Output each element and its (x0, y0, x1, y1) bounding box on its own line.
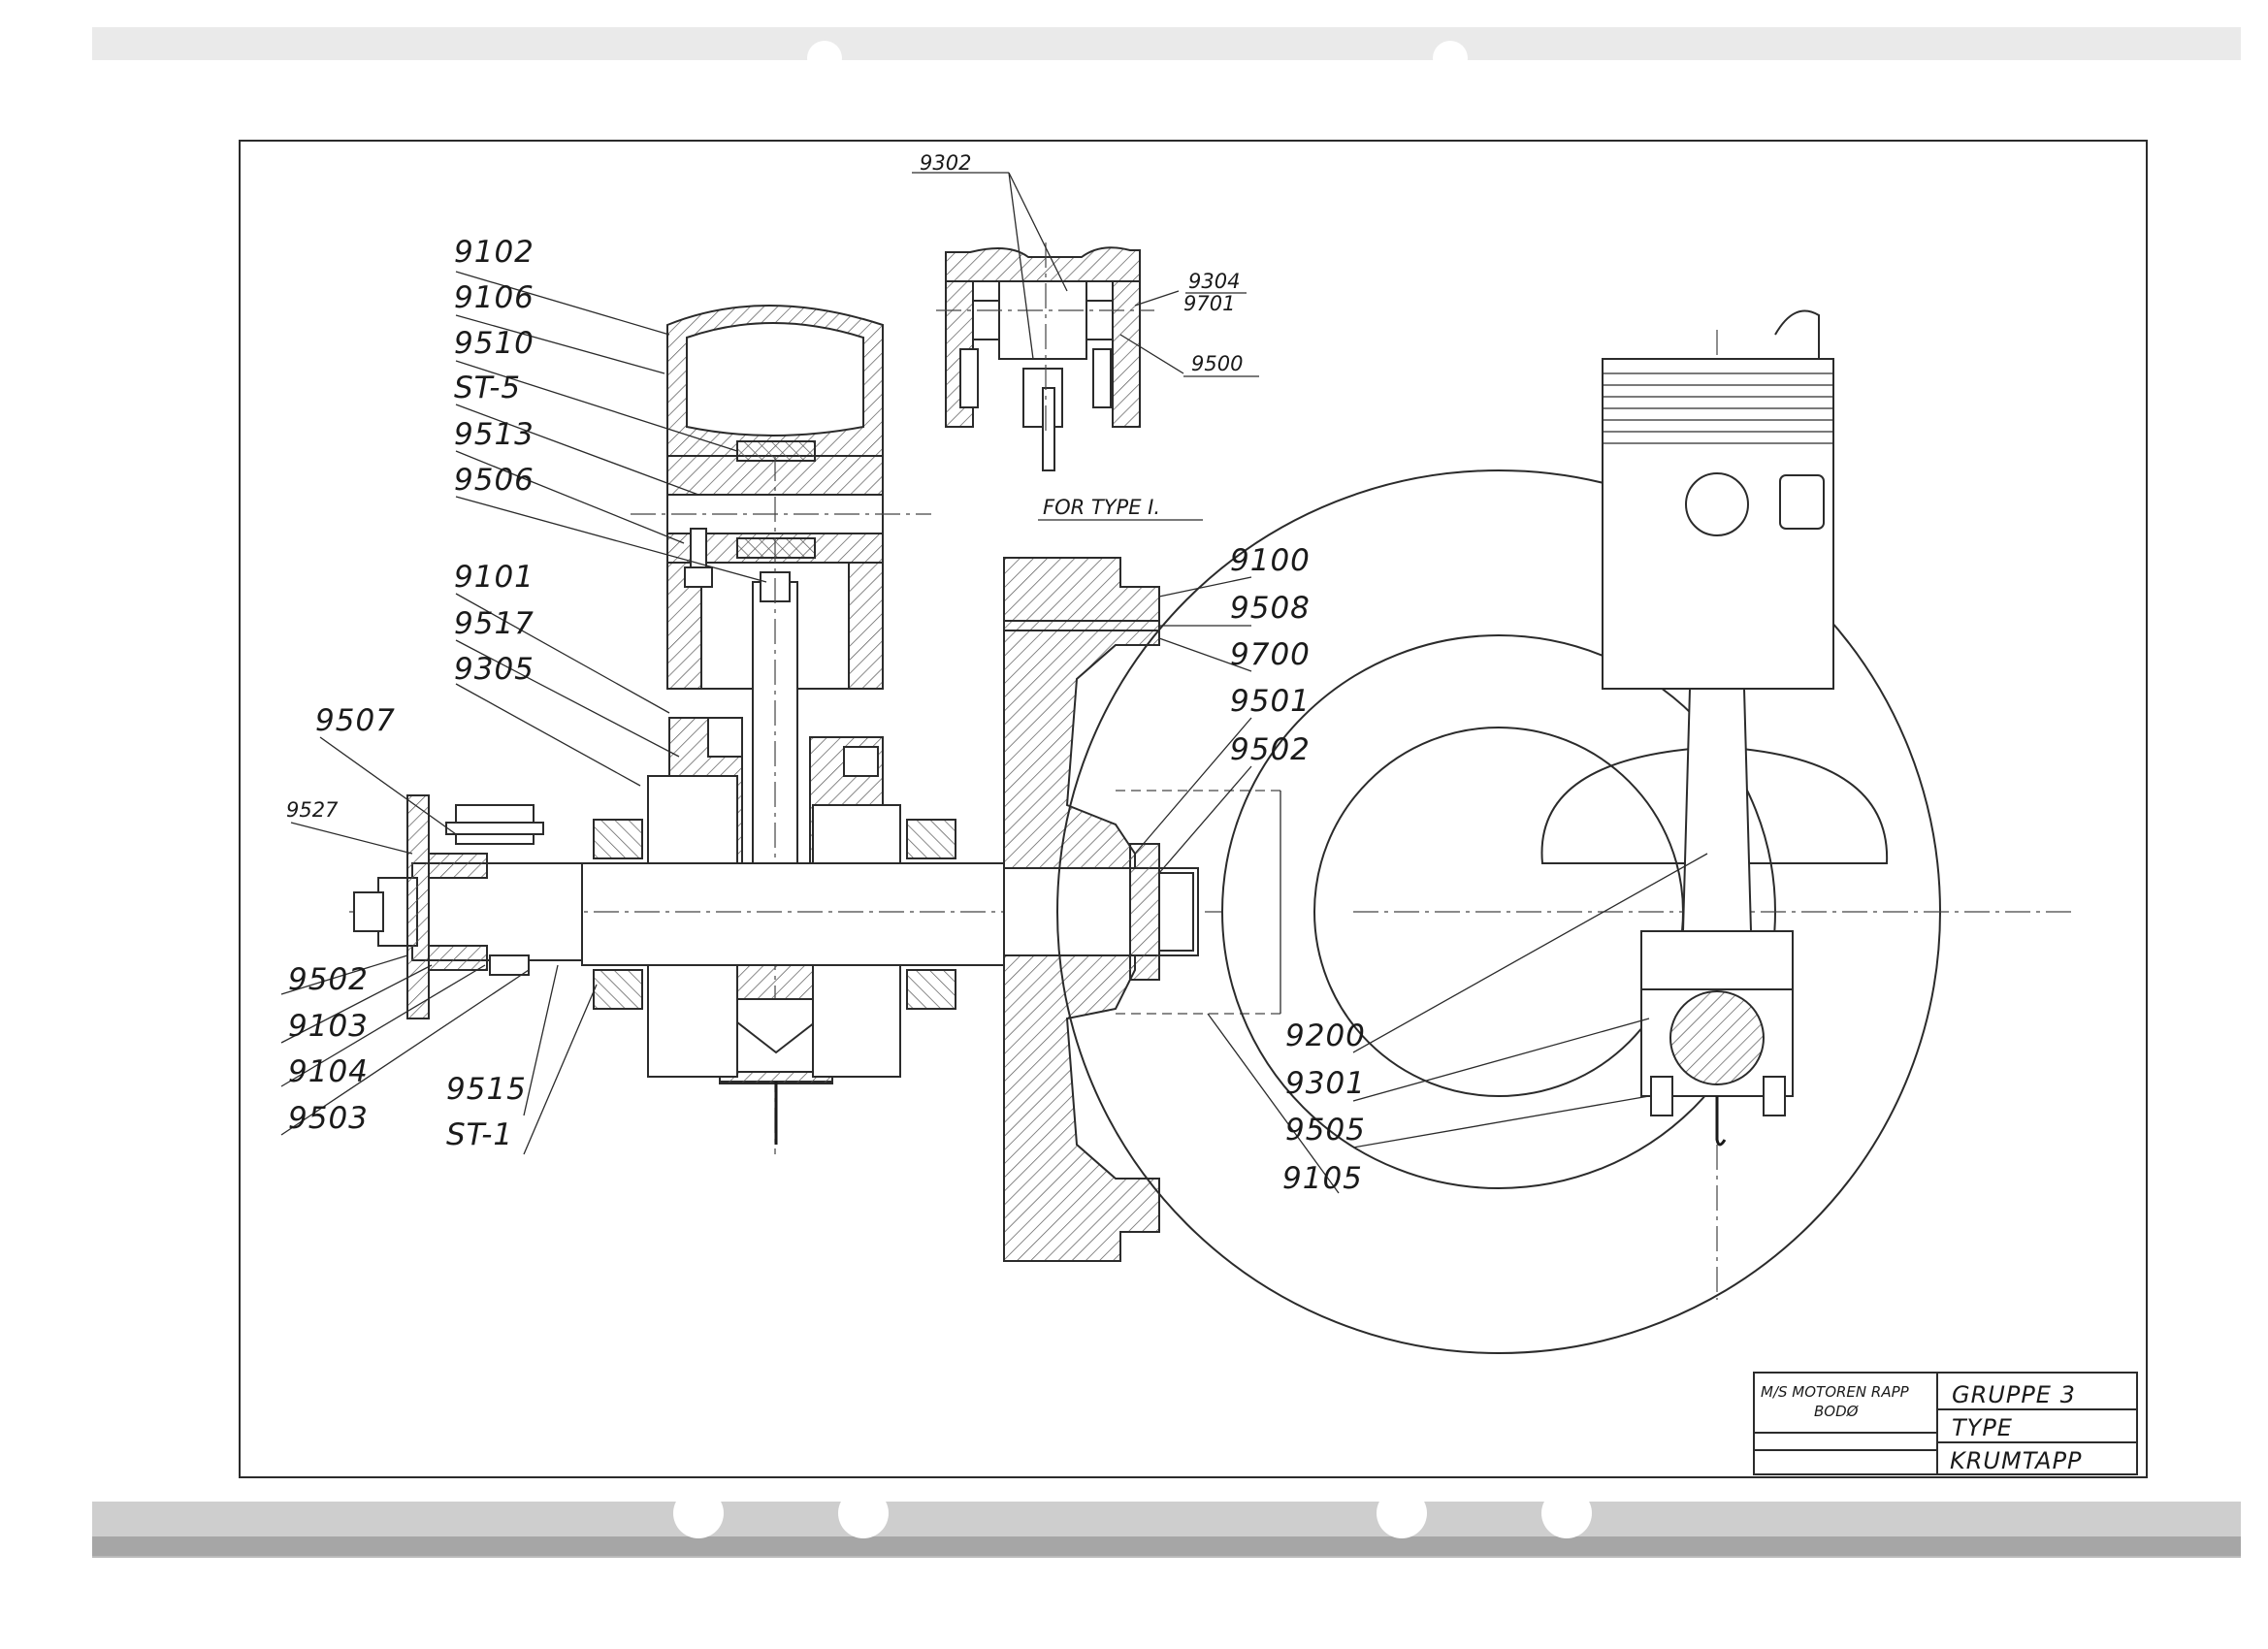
callouts-top: 9302 9304 9701 9500 FOR TYPE I. (920, 151, 1259, 521)
group-label: GRUPPE 3 (1952, 1381, 2076, 1408)
company-name: M/S MOTOREN RAPP (1761, 1383, 1910, 1401)
callouts-left: 9102 9106 9510 ST-5 9513 9506 9101 9517 … (286, 235, 535, 1152)
scan-artifacts (92, 27, 2241, 1558)
part-name: KRUMTAPP (1950, 1447, 2083, 1474)
callout-9301: 9301 (1285, 1066, 1366, 1101)
company-city: BODØ (1814, 1403, 1860, 1420)
callout-st-5: ST-5 (454, 371, 521, 405)
flywheel-section (1003, 557, 1281, 1262)
callout-9304: 9304 (1188, 270, 1240, 293)
callout-9102: 9102 (454, 235, 535, 270)
callout-9513: 9513 (454, 417, 535, 452)
callout-9505: 9505 (1285, 1113, 1366, 1148)
callout-9503: 9503 (288, 1101, 369, 1136)
callouts-bottom-right: 9200 9301 9505 9105 (1282, 1018, 1366, 1196)
piston-rings (1603, 372, 1833, 444)
callout-9305: 9305 (454, 652, 535, 687)
end-view (1056, 309, 2076, 1354)
callouts-right: 9100 9508 9700 9501 9502 (1230, 543, 1311, 767)
callout-9106: 9106 (454, 280, 535, 315)
detail-type-1 (936, 242, 1154, 471)
callout-9515: 9515 (446, 1072, 527, 1107)
callout-9507: 9507 (315, 703, 396, 738)
callout-9527: 9527 (286, 798, 339, 822)
callout-9508: 9508 (1230, 591, 1311, 626)
callout-9101: 9101 (454, 560, 535, 595)
callout-9501: 9501 (1230, 684, 1311, 719)
callout-9302: 9302 (920, 151, 971, 175)
callout-9502-left: 9502 (288, 962, 369, 997)
callout-9100: 9100 (1230, 543, 1311, 578)
crankshaft (349, 717, 1222, 1078)
callout-9700: 9700 (1230, 637, 1311, 672)
type-label: TYPE (1952, 1414, 2013, 1441)
callout-9502-right: 9502 (1230, 732, 1311, 767)
title-block: M/S MOTOREN RAPP BODØ GRUPPE 3 TYPE KRUM… (1753, 1372, 2138, 1475)
callout-9701: 9701 (1183, 292, 1235, 315)
callout-9517: 9517 (454, 606, 535, 641)
detail-note: FOR TYPE I. (1043, 496, 1160, 519)
callout-9506: 9506 (454, 463, 535, 498)
drawing-frame (239, 140, 2148, 1478)
callout-st-1: ST-1 (446, 1117, 513, 1152)
callout-9500: 9500 (1191, 352, 1243, 375)
callout-9103: 9103 (288, 1009, 369, 1044)
leader-lines (280, 172, 1708, 1194)
callout-9104: 9104 (288, 1054, 369, 1089)
callout-9105: 9105 (1282, 1161, 1363, 1196)
callout-9510: 9510 (454, 326, 535, 361)
callout-9200: 9200 (1285, 1018, 1366, 1053)
